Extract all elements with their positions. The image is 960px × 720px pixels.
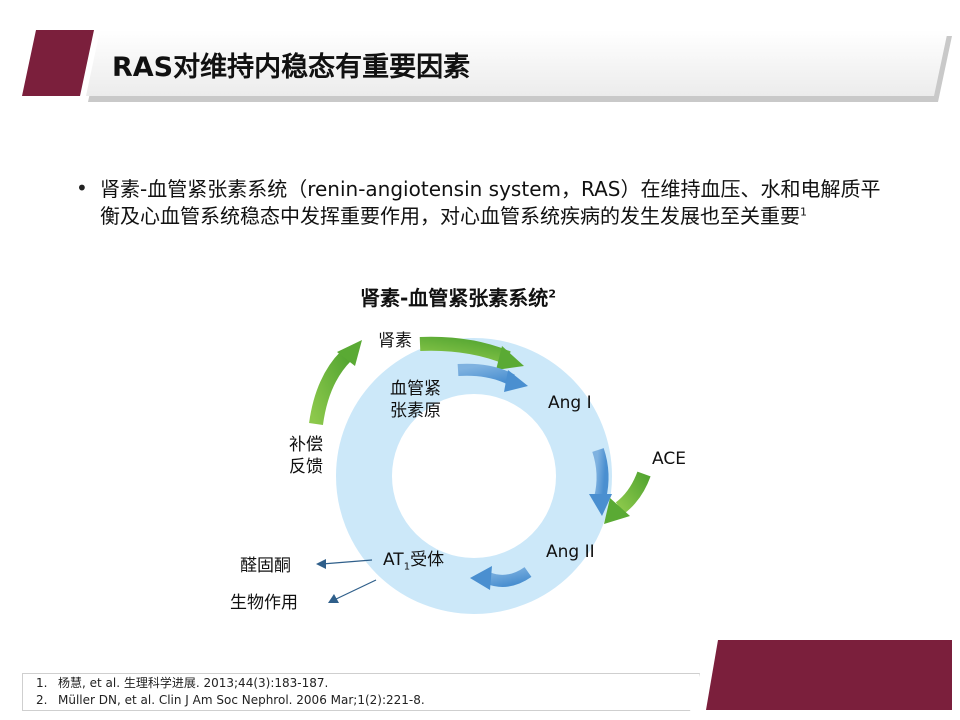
bullet-marker: • [76,176,88,200]
node-at1-prefix: AT [383,550,404,570]
renin-green-arrowhead [496,346,524,370]
node-feedback-line2: 反馈 [289,457,323,477]
references-list: 1. 杨慧, et al. 生理科学进展. 2013;44(3):183-187.… [36,675,425,709]
reference-item: 2. Müller DN, et al. Clin J Am Soc Nephro… [36,692,425,709]
header-bar [86,30,948,96]
header-accent-block [22,30,94,96]
diagram-title-text: 肾素-血管紧张素系统 [360,286,549,310]
bio-effect-pointer-head [328,594,339,603]
node-at1-suffix: 受体 [410,550,445,570]
node-feedback: 补偿 反馈 [289,434,323,478]
node-feedback-line1: 补偿 [289,435,323,455]
node-angiotensinogen: 血管紧 张素原 [390,378,441,422]
ang1-blue-arrow [592,448,609,500]
feedback-arrow [309,351,352,426]
aldosterone-pointer [321,559,373,565]
ang2-blue-arrow [485,566,532,587]
reference-item: 1. 杨慧, et al. 生理科学进展. 2013;44(3):183-187. [36,675,425,692]
node-ang2: Ang II [546,542,595,562]
node-at1-receptor: AT1受体 [383,549,445,573]
angiotensinogen-blue-arrowhead [504,370,528,392]
ang2-blue-arrowhead [470,566,492,590]
ace-green-arrow [615,471,651,514]
reference-text: Müller DN, et al. Clin J Am Soc Nephrol.… [58,693,425,707]
node-ace: ACE [652,449,686,469]
node-aldosterone: 醛固酮 [240,556,291,576]
node-angiotensinogen-line2: 张素原 [390,401,441,421]
feedback-arrowhead [337,340,362,366]
aldosterone-pointer-head [316,559,326,569]
slide-title: RAS对维持内稳态有重要因素 [112,52,471,83]
bullet-body: 肾素-血管紧张素系统（renin-angiotensin system，RAS）… [100,177,881,228]
reference-number: 1. [36,676,48,690]
node-bio-effect: 生物作用 [230,593,298,613]
footer-accent-block [706,640,952,710]
ang1-blue-arrowhead [589,494,612,516]
bio-effect-pointer [333,579,377,601]
diagram-title-citation: 2 [548,287,556,301]
references-box [22,673,700,711]
node-renin: 肾素 [378,331,412,351]
bullet-text: 肾素-血管紧张素系统（renin-angiotensin system，RAS）… [100,176,900,230]
reference-number: 2. [36,693,48,707]
node-angiotensinogen-line1: 血管紧 [390,379,441,399]
reference-text: 杨慧, et al. 生理科学进展. 2013;44(3):183-187. [58,676,329,690]
node-ang1: Ang I [548,393,592,413]
node-at1-sub: 1 [403,561,411,573]
diagram-title: 肾素-血管紧张素系统2 [360,282,556,311]
ace-green-arrowhead [604,498,630,524]
bullet-citation: 1 [800,205,807,219]
